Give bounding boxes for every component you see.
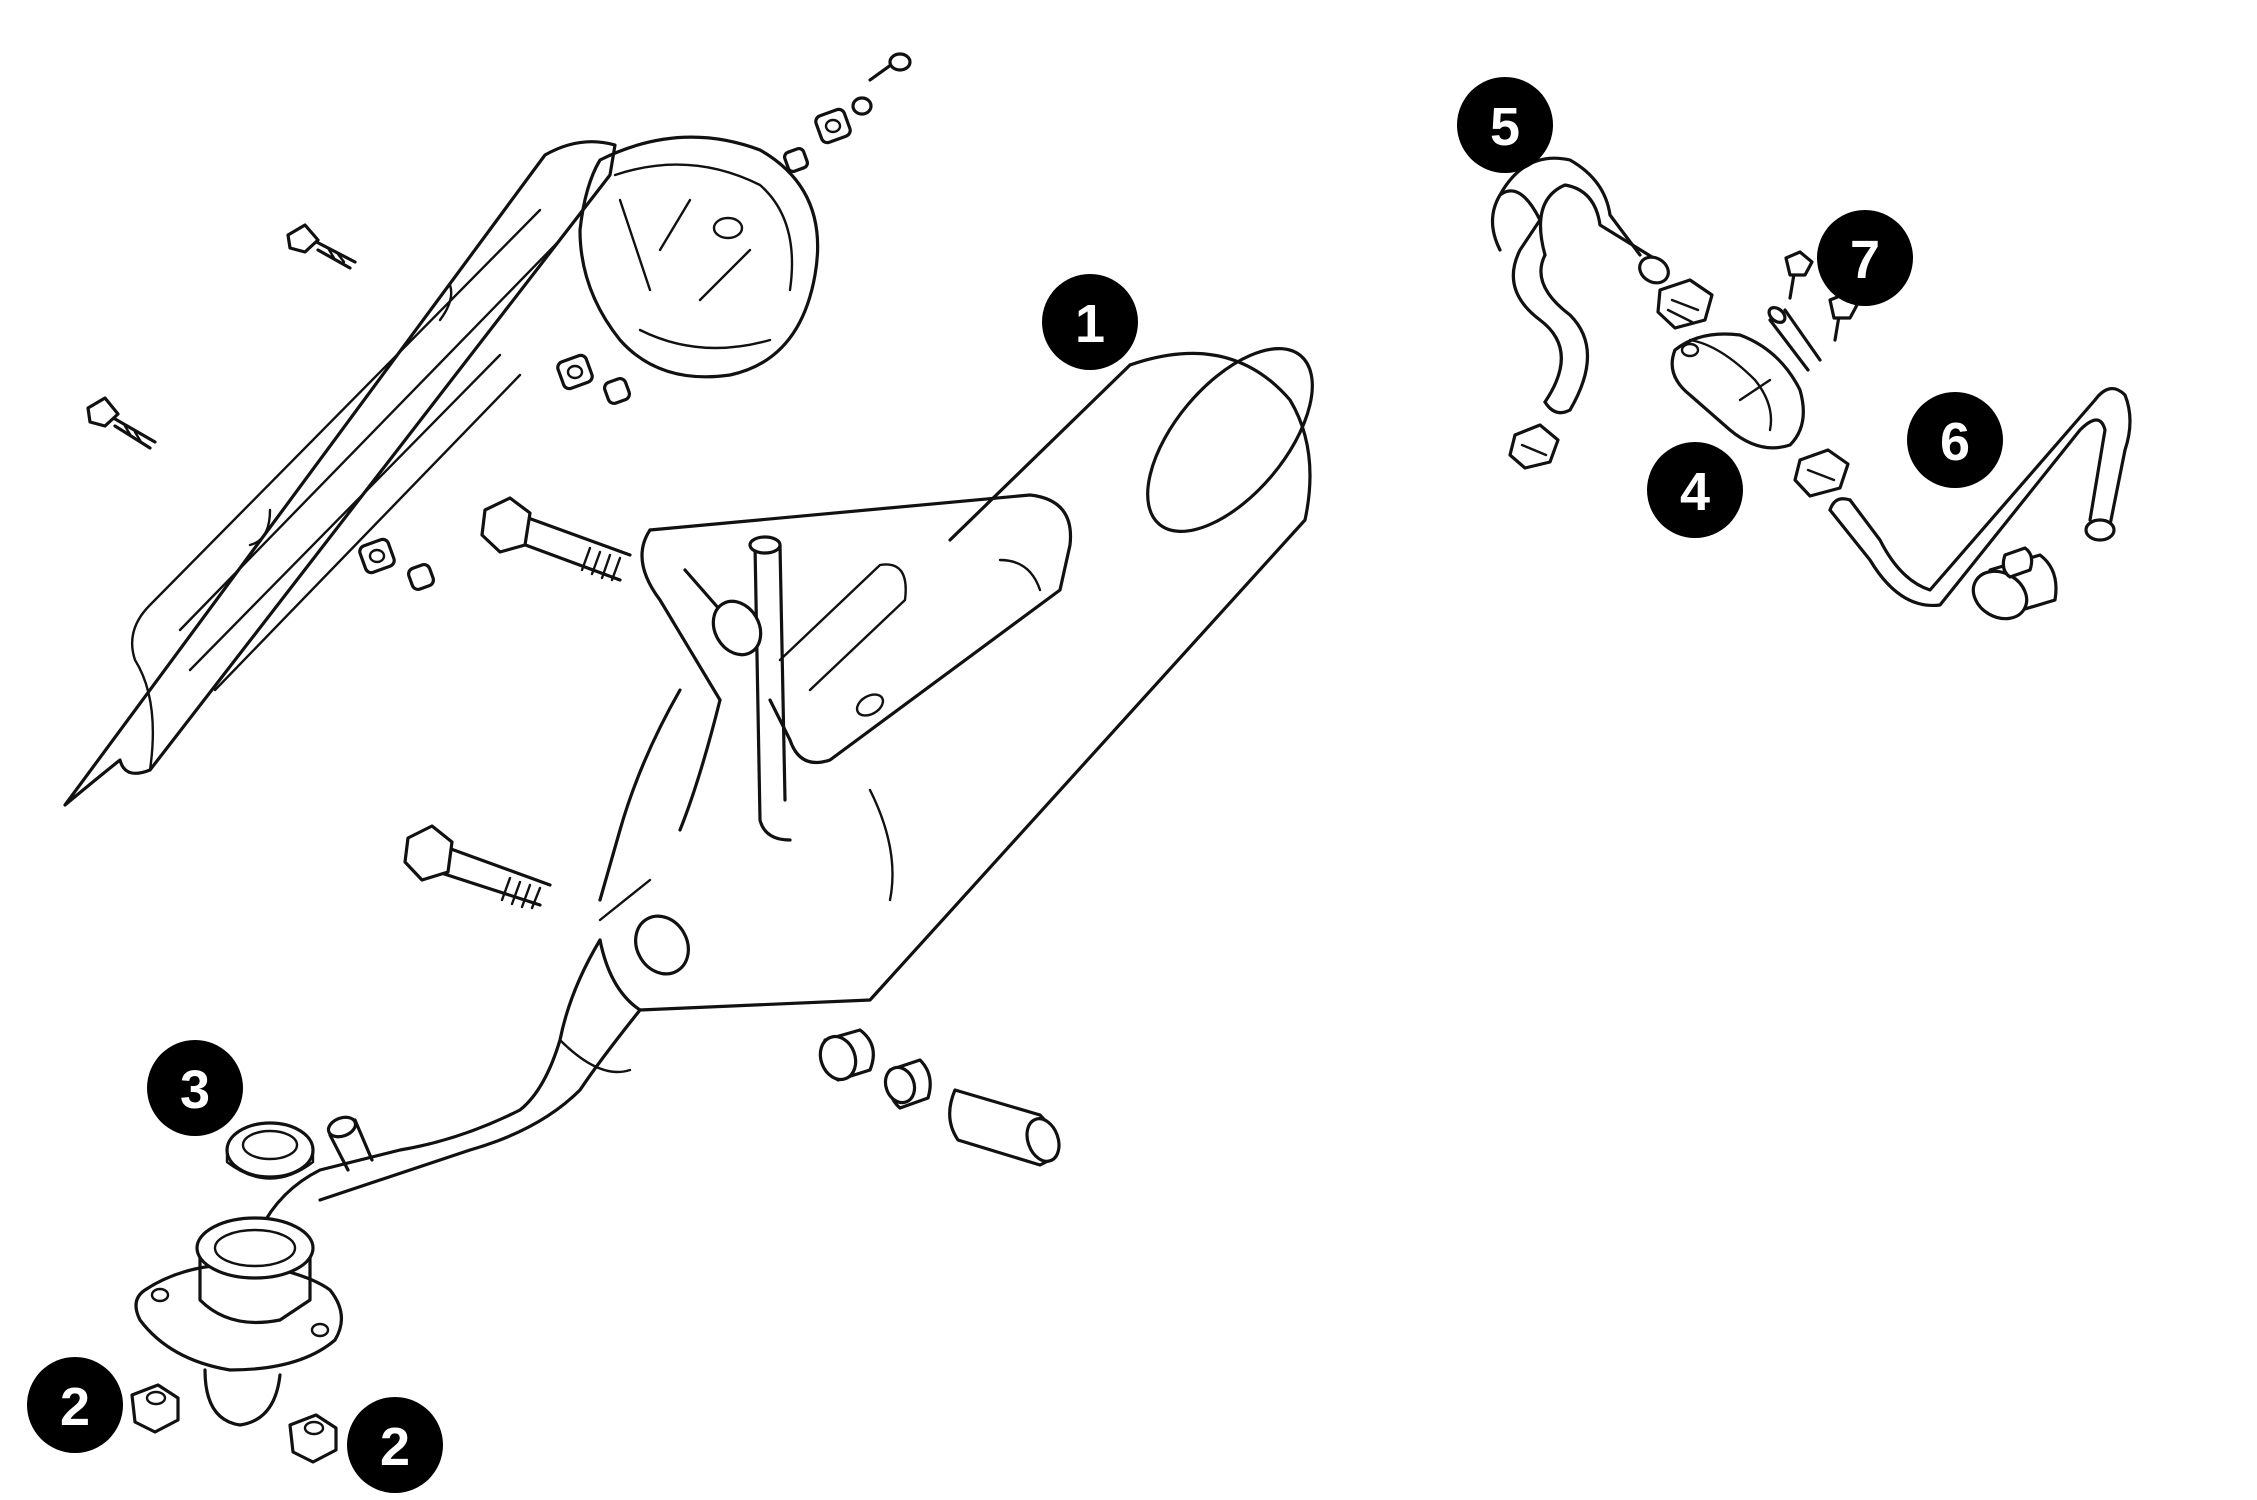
hose-clamp-lower-left xyxy=(1508,423,1560,470)
nut-mid-lower xyxy=(358,537,396,575)
secondary-air-hose-lower xyxy=(1828,387,2132,621)
callout-2-right: 2 xyxy=(347,1397,443,1493)
mounting-bolt-lower xyxy=(403,824,552,910)
callout-1: 1 xyxy=(1042,274,1138,370)
callout-3: 3 xyxy=(147,1040,243,1136)
callout-7: 7 xyxy=(1817,210,1913,306)
nut-mid-upper xyxy=(556,353,594,391)
reed-valve-body xyxy=(1670,332,1805,450)
callout-label-2-right: 2 xyxy=(380,1417,410,1477)
heat-shield-bolts xyxy=(86,52,912,592)
callout-label-5: 5 xyxy=(1490,97,1520,157)
callout-4: 4 xyxy=(1647,442,1743,538)
heat-shield xyxy=(63,140,617,807)
callout-label-3: 3 xyxy=(180,1060,210,1120)
screw-left-upper xyxy=(286,223,357,270)
exhaust-flange xyxy=(134,1216,343,1427)
callout-label-4: 4 xyxy=(1680,462,1710,522)
mount-bushings xyxy=(818,1028,1061,1167)
collar-mid-lower xyxy=(406,562,436,592)
callout-label-2-left: 2 xyxy=(60,1377,90,1437)
nut-top xyxy=(814,107,852,145)
reed-valve-pin xyxy=(1767,306,1822,372)
screw-top-right xyxy=(868,52,912,82)
flange-nut-left xyxy=(130,1383,180,1434)
callout-5: 5 xyxy=(1457,77,1553,173)
callout-6: 6 xyxy=(1907,392,2003,488)
collar-top xyxy=(782,146,810,174)
muffler-end-guard xyxy=(578,135,820,379)
flange-nut-right xyxy=(288,1413,338,1464)
mounting-bolt-upper xyxy=(480,496,632,582)
washer-top xyxy=(851,96,873,116)
hose-clamp-lower xyxy=(1793,448,1850,498)
muffler-body xyxy=(258,347,1314,1232)
callout-label-7: 7 xyxy=(1850,230,1880,290)
callout-label-6: 6 xyxy=(1940,412,1970,472)
callout-label-1: 1 xyxy=(1075,294,1105,354)
exhaust-gasket xyxy=(225,1121,315,1180)
secondary-air-hose-upper xyxy=(1490,156,1670,415)
collar-mid-upper xyxy=(602,376,632,406)
hose-clamp-upper xyxy=(1656,278,1714,330)
screw-left-lower xyxy=(86,396,157,450)
callout-2-left: 2 xyxy=(27,1357,123,1453)
